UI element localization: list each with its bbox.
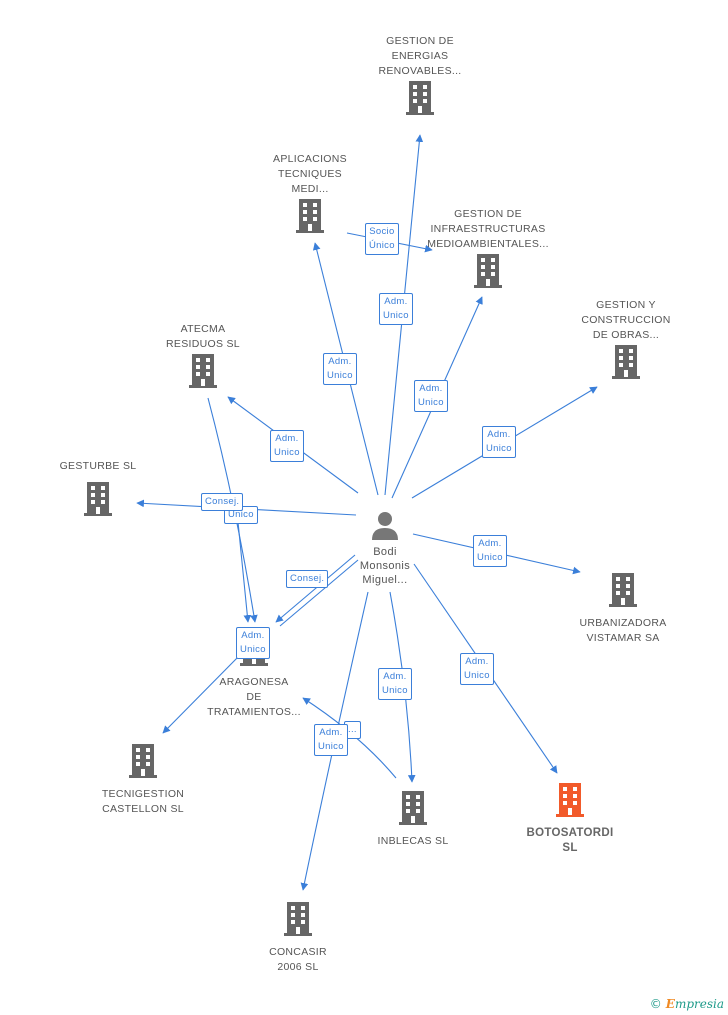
edge-label-adm-unico: Adm. Unico <box>378 668 412 700</box>
edge-label-adm-unico: Adm. Unico <box>379 293 413 325</box>
edge-label-adm-unico: Adm. Unico <box>460 653 494 685</box>
edge-label-partial: ... <box>344 721 361 739</box>
company-node-concasir[interactable]: CONCASIR 2006 SL <box>223 900 373 975</box>
copyright-symbol: © <box>649 997 662 1011</box>
company-label: ATECMA RESIDUOS SL <box>166 323 240 350</box>
edge-label-socio-unico: Socio Único <box>365 223 399 255</box>
brand-logo: ©Empresia <box>650 997 724 1011</box>
company-node-botosatordi[interactable]: BOTOSATORDI SL <box>495 781 645 856</box>
edge-label-adm-unico: Adm. Unico <box>323 353 357 385</box>
company-label: GESTION DE INFRAESTRUCTURAS MEDIOAMBIENT… <box>427 208 549 250</box>
edge-label-adm-unico: Adm. Unico <box>473 535 507 567</box>
edge-label-consej: Consej. <box>286 570 329 588</box>
building-icon <box>296 199 324 233</box>
edge-consej-aragonesa <box>275 554 356 623</box>
person-icon <box>372 512 398 540</box>
edge-label-adm-unico: Adm. Unico <box>314 724 348 756</box>
building-icon <box>474 254 502 288</box>
edge-consej-aragonesa-2 <box>279 559 359 627</box>
company-label: GESTURBE SL <box>59 460 137 472</box>
edge-label-adm-unico: Adm. Unico <box>414 380 448 412</box>
building-icon <box>406 81 434 115</box>
building-icon <box>399 791 427 825</box>
company-node-gestion-obras[interactable]: GESTION Y CONSTRUCCION DE OBRAS... <box>551 298 701 384</box>
brand-text: mpresia <box>674 997 724 1011</box>
edge-tecnigestion <box>162 654 241 734</box>
company-node-gestion-energias[interactable]: GESTION DE ENERGIAS RENOVABLES... <box>345 34 495 120</box>
company-node-urbanizadora[interactable]: URBANIZADORA VISTAMAR SA <box>548 571 698 646</box>
building-icon <box>609 573 637 607</box>
company-label: INBLECAS SL <box>377 835 449 847</box>
company-node-aplicacions[interactable]: APLICACIONS TECNIQUES MEDI... <box>235 152 385 238</box>
company-label: URBANIZADORA VISTAMAR SA <box>579 617 667 644</box>
building-icon <box>84 482 112 516</box>
building-icon <box>284 902 312 936</box>
company-node-gestion-infra[interactable]: GESTION DE INFRAESTRUCTURAS MEDIOAMBIENT… <box>413 207 563 293</box>
edge-gesturbe-aragonesa <box>237 521 252 623</box>
building-icon <box>129 744 157 778</box>
edge-label-adm-unico: Adm. Unico <box>270 430 304 462</box>
edge-label-adm-unico: Adm. Unico <box>482 426 516 458</box>
company-label: CONCASIR 2006 SL <box>269 946 327 973</box>
company-label: BOTOSATORDI SL <box>526 827 614 854</box>
edge-label-consej: Consej. <box>201 493 244 511</box>
company-label: TECNIGESTION CASTELLON SL <box>101 788 185 815</box>
person-node[interactable]: Bodi Monsonis Miguel... <box>310 510 460 587</box>
company-node-inblecas[interactable]: INBLECAS SL <box>338 789 488 849</box>
company-node-atecma[interactable]: ATECMA RESIDUOS SL <box>128 322 278 393</box>
building-icon <box>189 354 217 388</box>
company-label: GESTION Y CONSTRUCCION DE OBRAS... <box>581 299 671 341</box>
company-label: APLICACIONS TECNIQUES MEDI... <box>273 153 347 195</box>
company-node-gesturbe[interactable]: GESTURBE SL <box>23 459 173 521</box>
building-icon <box>612 345 640 379</box>
brand-initial: E <box>665 997 675 1011</box>
person-label: Bodi Monsonis Miguel... <box>359 546 411 586</box>
company-label: GESTION DE ENERGIAS RENOVABLES... <box>378 35 462 77</box>
company-node-tecnigestion[interactable]: TECNIGESTION CASTELLON SL <box>68 742 218 817</box>
edge-label-adm-unico: Adm. Unico <box>236 627 270 659</box>
building-icon <box>556 783 584 817</box>
company-label: ARAGONESA DE TRATAMIENTOS... <box>207 676 301 718</box>
